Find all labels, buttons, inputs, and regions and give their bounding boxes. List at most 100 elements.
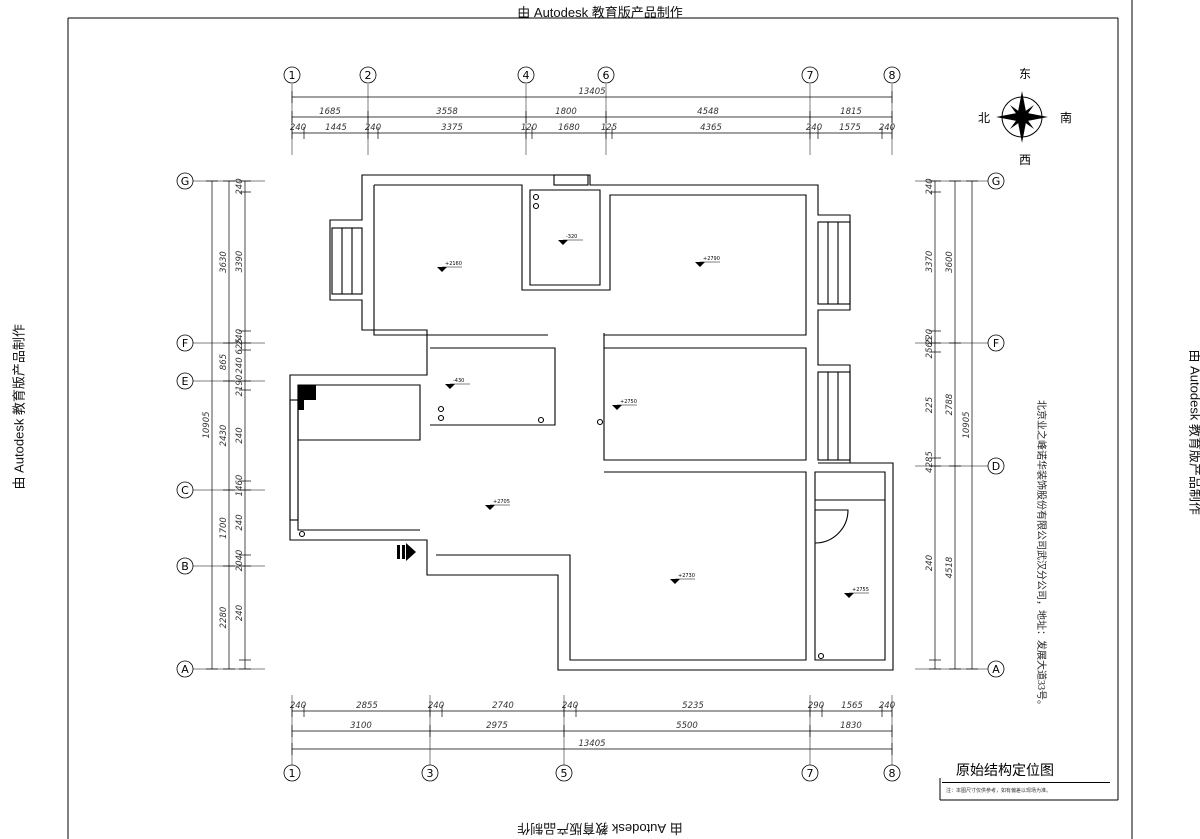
elevation-marker-icon xyxy=(437,267,447,272)
left-overall-label: 10905 xyxy=(202,411,212,438)
compass-east-label: 东 xyxy=(1019,67,1031,81)
axis-top-bubble xyxy=(283,66,301,84)
compass-south-label: 南 xyxy=(1060,110,1072,125)
top-row2-label: 1445 xyxy=(325,123,347,133)
top-row2-label: 240 xyxy=(365,123,381,133)
watermark-top: 由 Autodesk 教育版产品制作 xyxy=(517,5,683,20)
left-row2-label: 240 xyxy=(235,427,245,443)
left-row2-label: 2190 xyxy=(235,375,245,397)
top-row2-label: 1680 xyxy=(558,123,580,133)
top-row2-label: 4365 xyxy=(700,123,722,133)
left-row2-label: 240 xyxy=(235,178,245,194)
axis-left-bubble xyxy=(176,172,194,190)
axis-left-label: G xyxy=(181,175,190,188)
bottom-row2-label: 240 xyxy=(428,701,444,711)
left-row1-label: 2430 xyxy=(219,425,229,447)
elevation-label: +2160 xyxy=(445,261,462,267)
left-row2-label: 2040 xyxy=(235,550,245,572)
elevation-label: +2790 xyxy=(703,256,720,262)
left-row2-label: 240 xyxy=(235,329,245,345)
axis-top-bubble xyxy=(801,66,819,84)
elevation-marker-icon xyxy=(670,579,680,584)
right-row2-label: 225 xyxy=(925,397,935,413)
axis-top-label: 4 xyxy=(523,69,530,82)
axis-right-bubble xyxy=(987,660,1005,678)
left-row2-label: 240 xyxy=(235,605,245,621)
axis-bottom-bubble xyxy=(801,764,819,782)
top-row2-label: 125 xyxy=(601,123,617,133)
axis-right-label: G xyxy=(992,175,1001,188)
axis-right-bubble xyxy=(987,172,1005,190)
axis-right-label: F xyxy=(993,337,999,350)
compass-labels: 东西北南 xyxy=(978,67,1072,167)
axis-bottom-bubble xyxy=(421,764,439,782)
top-row2-label: 240 xyxy=(879,123,895,133)
title-block: 原始结构定位图 注：本图尺寸仅供参考，如有偏差以现场为准。 xyxy=(942,758,1110,794)
top-row2-label: 240 xyxy=(806,123,822,133)
right-row2-label: 240 xyxy=(925,555,935,571)
right-overall-label: 10905 xyxy=(962,411,972,438)
elevation-label: +2705 xyxy=(493,499,510,505)
top-row2-label: 3375 xyxy=(441,123,463,133)
elevation-marker-icon xyxy=(695,262,705,267)
top-overall-label: 13405 xyxy=(578,87,605,97)
right-row1-label: 2788 xyxy=(945,393,955,415)
structural-column xyxy=(298,385,316,410)
axis-top-bubble xyxy=(883,66,901,84)
left-row2-label: 240 xyxy=(235,514,245,530)
elevation-label: -320 xyxy=(566,234,577,240)
top-row2-label: 120 xyxy=(521,123,537,133)
bottom-row2-label: 240 xyxy=(879,701,895,711)
right-row1-label: 4518 xyxy=(945,556,955,578)
axis-left-bubble xyxy=(176,372,194,390)
elevation-marker-icon xyxy=(445,384,455,389)
axis-bottom-label: 7 xyxy=(807,767,814,780)
axis-top-label: 7 xyxy=(807,69,814,82)
compass-rose-icon xyxy=(996,91,1048,143)
drawing-title: 原始结构定位图 xyxy=(942,758,1110,783)
right-row2-label: 220 xyxy=(925,329,935,345)
elevation-label: +2730 xyxy=(678,573,695,579)
entry-arrow-icon xyxy=(397,543,416,561)
axis-left-bubble xyxy=(176,660,194,678)
top-row1-label: 1800 xyxy=(555,107,577,117)
top-row1-label: 3558 xyxy=(436,107,458,117)
axis-bottom-label: 8 xyxy=(889,767,896,780)
compass-west-label: 西 xyxy=(1019,153,1031,167)
right-row2-label: 2565 xyxy=(925,337,935,359)
left-row1-label: 2280 xyxy=(219,607,229,629)
axis-left-bubble xyxy=(176,334,194,352)
axis-top-label: 1 xyxy=(289,69,296,82)
elevation-label: +2750 xyxy=(620,399,637,405)
axis-left-label: C xyxy=(181,484,189,497)
axis-left-bubble xyxy=(176,481,194,499)
bottom-row2-label: 240 xyxy=(562,701,578,711)
axis-bottom-label: 1 xyxy=(289,767,296,780)
left-row1-label: 1700 xyxy=(219,517,229,539)
left-row2-label: 625 xyxy=(235,338,245,354)
right-row2-label: 4285 xyxy=(925,451,935,473)
axis-top-bubble xyxy=(359,66,377,84)
bottom-row2-label: 240 xyxy=(290,701,306,711)
axis-bottom-label: 5 xyxy=(561,767,568,780)
elevation-marker-icon xyxy=(844,593,854,598)
bottom-row2-label: 1565 xyxy=(841,701,863,711)
bottom-row1-label: 5500 xyxy=(676,721,698,731)
axis-bottom-bubble xyxy=(555,764,573,782)
top-row1-label: 1815 xyxy=(840,107,862,117)
top-row1-label: 1685 xyxy=(319,107,341,117)
axis-top-bubble xyxy=(517,66,535,84)
axis-bottom-bubble xyxy=(883,764,901,782)
bottom-overall-label: 13405 xyxy=(578,739,605,749)
elevation-marker-icon xyxy=(485,505,495,510)
axis-top-label: 8 xyxy=(889,69,896,82)
axis-right-label: A xyxy=(992,663,1000,676)
bottom-row1-label: 1830 xyxy=(840,721,862,731)
axis-top-label: 6 xyxy=(603,69,610,82)
left-row2-label: 240 xyxy=(235,357,245,373)
bottom-row2-label: 290 xyxy=(808,701,824,711)
elevation-marker-icon xyxy=(612,405,622,410)
